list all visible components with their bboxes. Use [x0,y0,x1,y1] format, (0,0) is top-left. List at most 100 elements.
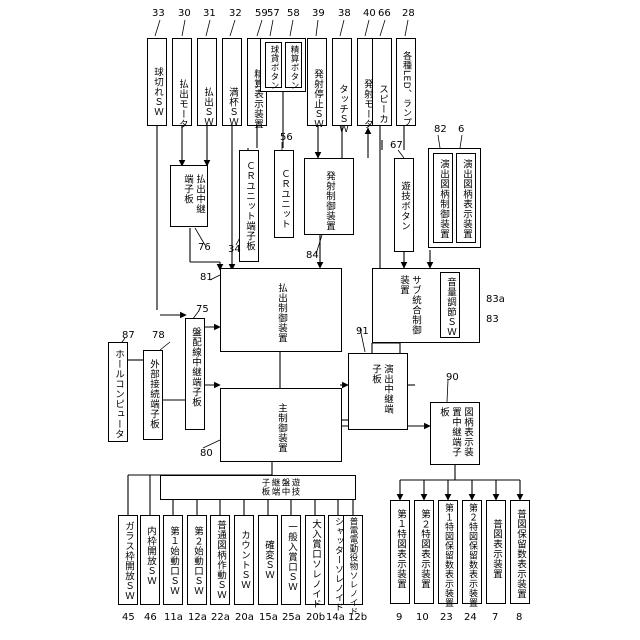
ref-81: 81 [200,272,213,283]
prob-change-switch-box: 確変ＳＷ [258,515,278,605]
launch-control-box: 発射制御装置 [304,158,354,235]
payout-relay-label: 払出中継端子板 [175,174,205,222]
ball-lend-button-label: 球貸ボタン [268,45,280,90]
normal-symbol-switch-box: 普通図柄作動ＳＷ [210,515,230,605]
ref-10: 10 [416,612,429,623]
speaker-box: スピーカ [372,38,392,126]
full-switch-box: 満杯ＳＷ [222,38,242,126]
normal-hold-display-box: 普図保留数表示装置 [510,500,530,604]
start-2-switch-box: 第２始動口ＳＷ [187,515,207,605]
ref-22a: 22a [211,612,230,623]
game-relay-label: 遊技盤中継端子板 [270,478,300,498]
ref-8: 8 [516,612,522,623]
ref-20b: 20b [306,612,325,623]
payout-control-box: 払出制御装置 [220,268,342,352]
glass-frame-switch-box: ガラス枠開放ＳＷ [118,515,138,605]
effect-relay-label: 演出中継端子板 [363,364,393,422]
ref-20a: 20a [235,612,254,623]
count-switch-box: カウントＳＷ [234,515,254,605]
ref-12b: 12b [348,612,367,623]
effect-symbol-control-label: 演出図柄制御装置 [437,159,449,239]
ref-80: 80 [200,448,213,459]
count-switch-label: カウントＳＷ [238,530,250,590]
external-terminal-label: 外部接続端子板 [147,359,159,429]
ref-57: 57 [267,8,280,19]
ref-25a: 25a [282,612,301,623]
electric-accessory-solenoid-box: 普電電動役物ソレノイド [343,515,363,605]
special-1-display-box: 第１特図表示装置 [390,500,410,604]
cr-terminal-box: ＣＲユニット端子板 [239,150,259,262]
prob-change-switch-label: 確変ＳＷ [262,540,274,580]
effect-symbol-control-box: 演出図柄制御装置 [433,153,453,243]
led-lamp-box: 各種LED、ランプ [396,38,416,126]
general-prize-switch-label: 一般入賞口ＳＷ [285,522,297,592]
touch-switch-label: タッチＳＷ [336,84,348,134]
ref-40: 40 [363,8,376,19]
ref-83a: 83a [486,294,505,305]
payout-motor-label: 払出モータ [176,79,188,129]
full-switch-label: 満杯ＳＷ [226,87,238,127]
ref-46: 46 [144,612,157,623]
payout-switch-box: 払出ＳＷ [197,38,217,126]
ref-34: 34 [228,244,241,255]
skill-button-box: 遊技ボタン [394,158,414,252]
main-control-box: 主制御装置 [220,388,342,462]
start-2-switch-label: 第２始動口ＳＷ [191,526,203,596]
ref-59: 59 [255,8,268,19]
cr-unit-box: ＣＲユニット [274,150,294,238]
ref-12a: 12a [188,612,207,623]
led-lamp-label: 各種LED、ランプ [400,51,412,127]
electric-accessory-solenoid-label: 普電電動役物ソレノイド [347,517,359,616]
speaker-label: スピーカ [376,84,388,124]
ref-23: 23 [440,612,453,623]
ref-87: 87 [122,330,135,341]
ref-11a: 11a [164,612,183,623]
launch-stop-switch-box: 発射停止ＳＷ [307,38,327,126]
ref-84: 84 [306,250,319,261]
normal-symbol-switch-label: 普通図柄作動ＳＷ [214,520,226,600]
symbol-relay-label: 図柄表示装置中継端子板 [439,407,473,463]
game-relay-box [160,475,356,500]
ref-39: 39 [312,8,325,19]
ref-78: 78 [152,330,165,341]
hall-computer-box: ホールコンピュータ [108,342,128,442]
special-1-display-label: 第１特図表示装置 [394,509,406,589]
special-2-display-box: 第２特図表示装置 [414,500,434,604]
special-1-hold-display-label: 第１特図保留数表示装置 [442,503,454,608]
start-1-switch-box: 第１始動口ＳＷ [163,515,183,605]
ref-31: 31 [203,8,216,19]
cr-unit-label: ＣＲユニット [278,169,290,229]
ref-76: 76 [198,242,211,253]
volume-switch-label: 音量調節ＳＷ [444,277,456,337]
payout-switch-label: 払出ＳＷ [201,87,213,127]
ref-83: 83 [486,314,499,325]
ref-15a: 15a [259,612,278,623]
ref-58: 58 [287,8,300,19]
payout-motor-box: 払出モータ [172,38,192,126]
ref-75: 75 [196,304,209,315]
special-1-hold-display-box: 第１特図保留数表示装置 [438,500,458,604]
settlement-button-box: 精算ボタン [285,42,302,88]
touch-switch-box: タッチＳＷ [332,38,352,126]
big-prize-solenoid-box: 大入賞口ソレノイド [305,515,325,605]
ref-9: 9 [396,612,402,623]
ref-24: 24 [464,612,477,623]
special-2-hold-display-label: 第２特図保留数表示装置 [466,503,478,608]
sub-control-box: サブ統合制御装置 [372,268,480,343]
glass-frame-switch-label: ガラス枠開放ＳＷ [122,521,134,601]
main-control-label: 主制御装置 [275,403,287,453]
relay-board-box: 盤配線中継端子板 [185,318,205,430]
ref-82: 82 [434,124,447,135]
effect-symbol-display-label: 演出図柄表示装置 [460,159,472,239]
ball-out-switch-label: 球切れＳＷ [151,67,163,117]
ref-38: 38 [338,8,351,19]
effect-relay-box: 演出中継端子板 [348,353,408,430]
normal-display-box: 普図表示装置 [486,500,506,604]
sub-control-label: サブ統合制御装置 [393,275,421,339]
ref-66: 66 [378,8,391,19]
normal-display-label: 普図表示装置 [490,519,502,579]
relay-board-label: 盤配線中継端子板 [189,327,201,407]
hall-computer-label: ホールコンピュータ [112,349,124,439]
effect-symbol-display-box: 演出図柄表示装置 [456,153,476,243]
ref-33: 33 [152,8,165,19]
